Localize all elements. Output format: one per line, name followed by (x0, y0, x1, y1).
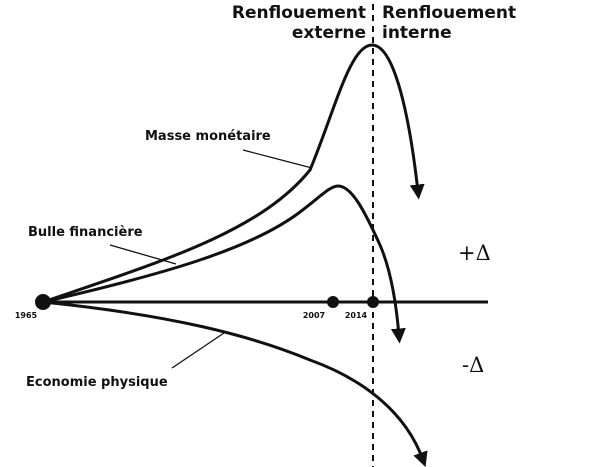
year-label-mid: 2007 (303, 311, 325, 320)
positive-delta-label: +Δ (458, 241, 491, 265)
physical-economy-curve (42, 300, 428, 467)
money-mass-leader-line (242, 149, 313, 169)
physical-economy-leader-line (171, 332, 225, 369)
right-header-line-1: Renflouement (382, 3, 516, 23)
negative-delta-label: -Δ (462, 353, 484, 377)
year-label-start: 1965 (15, 311, 38, 320)
money-mass-curve (42, 43, 425, 304)
marker-dot-2007 (327, 296, 339, 308)
financial-bubble-leader-line (109, 244, 177, 265)
physical-economy-label: Economie physique (26, 375, 168, 390)
right-header-line-2: interne (382, 23, 452, 43)
left-header-line-2: externe (292, 23, 366, 43)
marker-dot-2014 (367, 296, 379, 308)
marker-dot-1965 (35, 294, 51, 310)
financial-bubble-curve (42, 184, 406, 344)
money-mass-label: Masse monétaire (145, 129, 271, 144)
year-label-end: 2014 (345, 311, 368, 320)
left-header-line-1: Renflouement (232, 3, 366, 23)
financial-bubble-label: Bulle financière (28, 225, 143, 240)
